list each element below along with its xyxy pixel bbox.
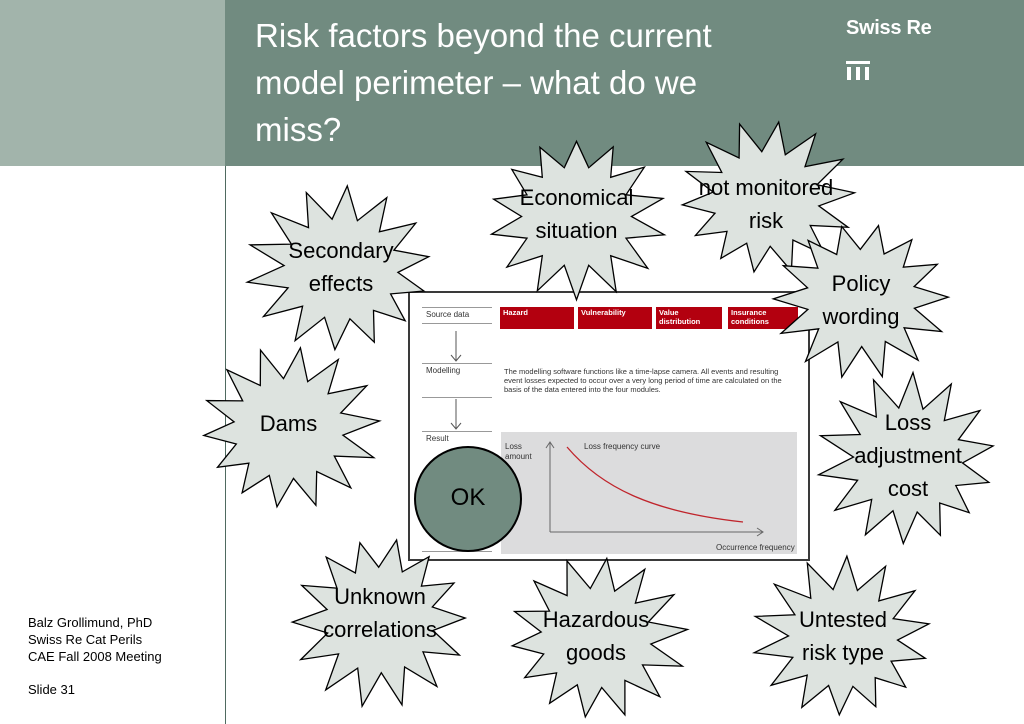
left-band [0, 0, 225, 166]
starburst-shape [201, 345, 382, 509]
star-label: Secondary effects [288, 238, 394, 296]
star-untested-risk-type: Untested risk type [751, 554, 934, 720]
loss-curve-plot [545, 441, 764, 537]
starburst-shape [290, 538, 468, 709]
star-label: not monitored risk [698, 175, 834, 233]
star-label: Untested risk type [798, 607, 888, 665]
star-label: Policy wording [822, 271, 900, 329]
starburst-icon [680, 120, 857, 274]
arrow-down-icon [450, 331, 462, 362]
starburst-shape [244, 184, 431, 352]
starburst-shape [816, 370, 996, 546]
diagram-rule [422, 551, 492, 552]
star-secondary-effects: Secondary effects [244, 184, 436, 353]
star-loss-adjustment-cost: Loss adjustment cost [816, 370, 999, 548]
module-value-distribution: Value distribution [656, 307, 722, 329]
curve-label: Loss frequency curve [584, 442, 661, 451]
star-unknown-correlations: Unknown correlations [290, 532, 470, 709]
module-hazard: Hazard [500, 307, 574, 329]
star-label: Unknown correlations [323, 584, 437, 642]
diagram-rule [422, 363, 492, 364]
diagram-rule [422, 397, 492, 398]
starburst-shape [489, 139, 667, 302]
modelling-description: The modelling software functions like a … [504, 367, 782, 394]
source-data-label: Source data [426, 310, 470, 319]
brand-name: Swiss Re [846, 17, 932, 39]
module-vulnerability: Vulnerability [578, 307, 652, 329]
x-axis-label: Occurrence frequency [716, 543, 795, 552]
starburst-icon [510, 556, 690, 719]
footer-meeting: CAE Fall 2008 Meeting [28, 649, 162, 664]
starburst-icon [201, 345, 382, 509]
diagram-rule [422, 431, 492, 432]
starburst-icon [290, 538, 468, 709]
star-label: Hazardous goods [542, 607, 650, 665]
footer-author: Balz Grollimund, PhD [28, 615, 153, 630]
y-axis-label: Loss amount [505, 442, 532, 461]
starburst-shape [771, 224, 951, 379]
starburst-shape [680, 120, 857, 274]
star-policy-wording: Policy wording [770, 217, 952, 379]
starburst-shape [751, 554, 932, 717]
starburst-icon [244, 184, 431, 352]
star-hazardous-goods: Hazardous goods [504, 555, 690, 721]
starburst-icon [816, 370, 996, 546]
footer-info: Balz Grollimund, PhD Swiss Re Cat Perils… [28, 614, 162, 665]
star-dams: Dams [197, 345, 382, 512]
star-label: Loss adjustment cost [854, 410, 962, 501]
star-label: Dams [259, 411, 318, 436]
star-not-monitored-risk: not monitored risk [677, 120, 857, 278]
ok-circle: OK [414, 446, 522, 552]
star-label: Economical situation [519, 185, 634, 243]
header-band [225, 0, 1024, 166]
arrow-down-icon [450, 399, 462, 430]
starburst-icon [751, 554, 932, 717]
divider-line [225, 166, 226, 724]
ok-label: OK [450, 484, 486, 511]
slide-title: Risk factors beyond the current model pe… [255, 17, 712, 148]
slide-number: Slide 31 [28, 682, 75, 697]
footer-org: Swiss Re Cat Perils [28, 632, 143, 647]
swiss-re-logo-icon [846, 61, 870, 80]
result-label: Result [426, 434, 449, 443]
diagram-rule [422, 323, 492, 324]
diagram-rule [422, 307, 492, 308]
modelling-label: Modelling [426, 366, 461, 375]
star-economical-situation: Economical situation [485, 133, 668, 302]
starburst-icon [771, 224, 951, 379]
loss-curve-chart: Loss amount Loss frequency curve Occurre… [501, 432, 797, 554]
module-insurance-conditions: Insurance conditions [728, 307, 798, 329]
starburst-icon [489, 139, 667, 302]
starburst-shape [510, 556, 690, 719]
